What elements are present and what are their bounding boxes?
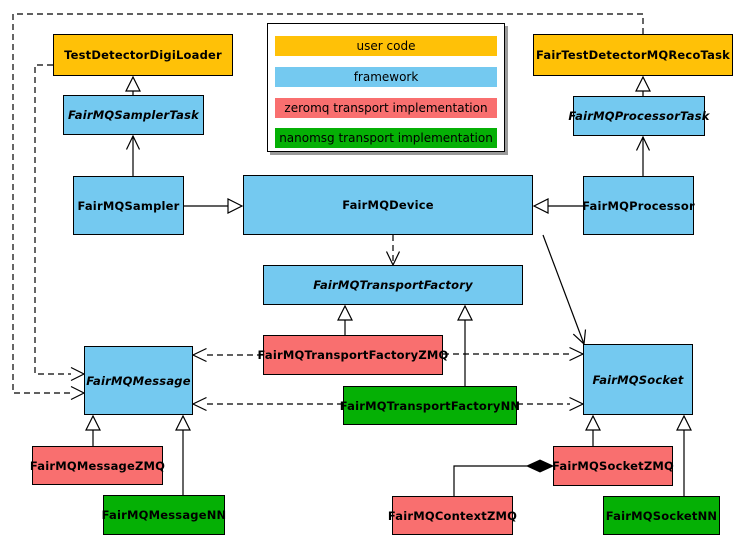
class-box-fairmqmessage: FairMQMessage [84, 346, 193, 415]
edge-factorynn-to-message [191, 396, 343, 412]
legend-item-user-code: user code [275, 36, 497, 56]
class-box-fairmqtransportfactorynn: FairMQTransportFactoryNN [340, 386, 520, 425]
class-box-fairmqdevice: FairMQDevice [243, 175, 533, 235]
edge-device-to-transportfactory [385, 235, 401, 267]
edge-factoryzmq-to-message [191, 347, 263, 363]
edge-processortask-to-recotask [635, 75, 651, 97]
edge-processor-to-processortask [635, 135, 651, 176]
class-box-fairmqtransportfactoryzmq: FairMQTransportFactoryZMQ [258, 335, 448, 375]
legend-item-nanomsg: nanomsg transport implementation [275, 128, 497, 148]
class-box-fairmqprocessortask: FairMQProcessorTask [568, 96, 709, 136]
class-box-fairmqtransportfactory: FairMQTransportFactory [263, 265, 523, 305]
edge-factoryzmq-to-factory [337, 304, 353, 335]
edge-samplertask-to-digiloader [125, 75, 141, 96]
class-box-fairmqsampler: FairMQSampler [73, 176, 184, 235]
class-box-fairmqsamplertask: FairMQSamplerTask [63, 95, 204, 135]
legend: user code framework zeromq transport imp… [267, 23, 505, 152]
edge-sampler-to-samplertask [125, 134, 141, 176]
class-box-fairtestdetectormqrecotask: FairTestDetectorMQRecoTask [533, 34, 733, 76]
edge-messagenn-to-message [175, 414, 191, 495]
edge-factorynn-to-factory [457, 304, 473, 386]
edge-socketnn-to-socket [676, 414, 692, 496]
class-box-fairmqsocket: FairMQSocket [583, 344, 693, 415]
edge-factoryzmq-to-socket [443, 346, 585, 362]
class-box-testdetectordigiloader: TestDetectorDigiLoader [53, 34, 233, 76]
edge-processor-to-device [532, 198, 583, 214]
class-box-fairmqprocessor: FairMQProcessor [582, 176, 695, 235]
edge-socketzmq-to-socket [585, 414, 601, 446]
class-box-fairmqsocketzmq: FairMQSocketZMQ [552, 446, 674, 486]
class-box-fairmqmessagenn: FairMQMessageNN [102, 495, 226, 535]
edge-sampler-to-device [184, 198, 244, 214]
edge-device-to-socket [542, 234, 587, 346]
legend-item-framework: framework [275, 67, 497, 87]
edge-contextzmq-to-socketzmq [453, 459, 555, 496]
class-box-fairmqsocketnn: FairMQSocketNN [603, 496, 720, 535]
class-box-fairmqcontextzmq: FairMQContextZMQ [388, 496, 517, 535]
legend-item-zeromq: zeromq transport implementation [275, 98, 497, 118]
edge-factorynn-to-socket [517, 396, 585, 412]
class-box-fairmqmessagezmq: FairMQMessageZMQ [30, 446, 165, 485]
edge-messagezmq-to-message [85, 414, 101, 446]
